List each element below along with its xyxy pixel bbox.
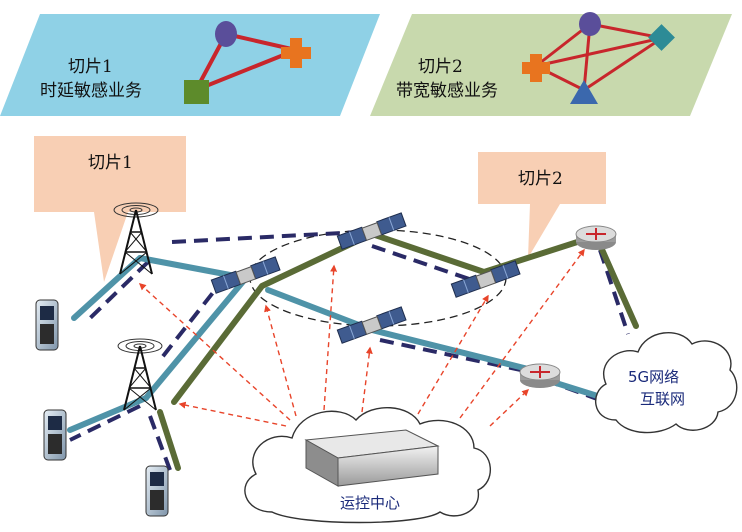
internet-cloud: 5G网络 互联网 — [594, 331, 738, 434]
topology-edge — [535, 36, 663, 68]
legend-slice-1-subtitle: 时延敏感业务 — [40, 81, 142, 101]
control-center-cloud: 运控中心 — [244, 407, 492, 524]
purple-node-icon — [579, 12, 601, 36]
legend-slice-1-background — [0, 14, 380, 116]
control-arrow — [489, 389, 530, 427]
orange-cross-node-icon — [522, 54, 550, 82]
legend-slice-1-title: 切片1 — [68, 57, 113, 77]
slice-1-links — [67, 255, 607, 433]
callout-slice-1-label: 切片1 — [88, 153, 133, 173]
legend-slice-2-subtitle: 带宽敏感业务 — [396, 81, 498, 101]
control-arrow — [323, 264, 338, 411]
mobile-terminal-icon — [43, 409, 67, 461]
control-arrow — [417, 294, 489, 415]
legend-slice-1-topology — [184, 21, 311, 104]
legend-slice-2-topology — [522, 12, 675, 104]
legend-slice-2-title: 切片2 — [418, 57, 463, 77]
callout-slice-1-bubble — [34, 136, 186, 282]
dashed-link — [171, 230, 361, 244]
mobile-terminal-icon — [35, 299, 59, 351]
cell-tower-icon — [117, 338, 163, 411]
control-arrow — [138, 283, 291, 421]
dashed-link — [84, 260, 150, 324]
mobile-terminal-icon — [145, 465, 169, 517]
control-arrow — [459, 248, 585, 419]
purple-node-icon — [215, 21, 237, 47]
slice-1-link — [71, 255, 143, 321]
topology-edge — [535, 22, 591, 68]
cell-tower-icon — [113, 202, 159, 275]
dashed-link — [379, 338, 531, 374]
internet-cloud-shape — [594, 331, 738, 434]
satellite-icon — [336, 306, 407, 344]
topology-edge — [583, 36, 663, 92]
internet-cloud-line2: 互联网 — [640, 390, 685, 408]
satellite-icon — [210, 256, 281, 294]
slice-1-link — [67, 395, 149, 433]
callout-slice-2-bubble — [478, 152, 606, 258]
satellite-icon — [450, 260, 521, 298]
router-icon — [575, 225, 617, 250]
callout-slice-1: 切片1 — [34, 136, 186, 282]
router-icon — [519, 363, 561, 388]
dashed-links — [69, 230, 630, 471]
legend-slice-2: 切片2 带宽敏感业务 — [370, 12, 732, 116]
control-links — [138, 248, 585, 427]
callout-slice-2-label: 切片2 — [518, 169, 563, 189]
dashed-link — [158, 274, 228, 362]
legend-slice-1: 切片1 时延敏感业务 — [0, 14, 380, 116]
dashed-link — [598, 249, 630, 335]
callout-slice-2: 切片2 — [478, 152, 606, 258]
satellite-icon — [336, 212, 407, 250]
control-center-label: 运控中心 — [340, 494, 400, 512]
green-square-node-icon — [184, 80, 209, 104]
slice-2-link — [157, 409, 181, 471]
blue-triangle-node-icon — [570, 80, 598, 104]
slice-2-link — [171, 231, 639, 405]
control-arrow — [264, 304, 297, 417]
internet-cloud-line1: 5G网络 — [628, 368, 679, 386]
legend-slice-2-background — [370, 14, 732, 116]
dashed-link — [69, 404, 141, 442]
server-icon — [304, 429, 440, 487]
dashed-link — [148, 415, 172, 471]
slice-2-links — [157, 231, 639, 471]
slice-1-link — [143, 275, 249, 401]
control-arrow — [178, 401, 287, 427]
dashed-link — [371, 244, 479, 284]
orange-cross-node-icon — [281, 38, 311, 68]
control-arrow — [361, 346, 373, 413]
topology-edge — [195, 48, 297, 92]
